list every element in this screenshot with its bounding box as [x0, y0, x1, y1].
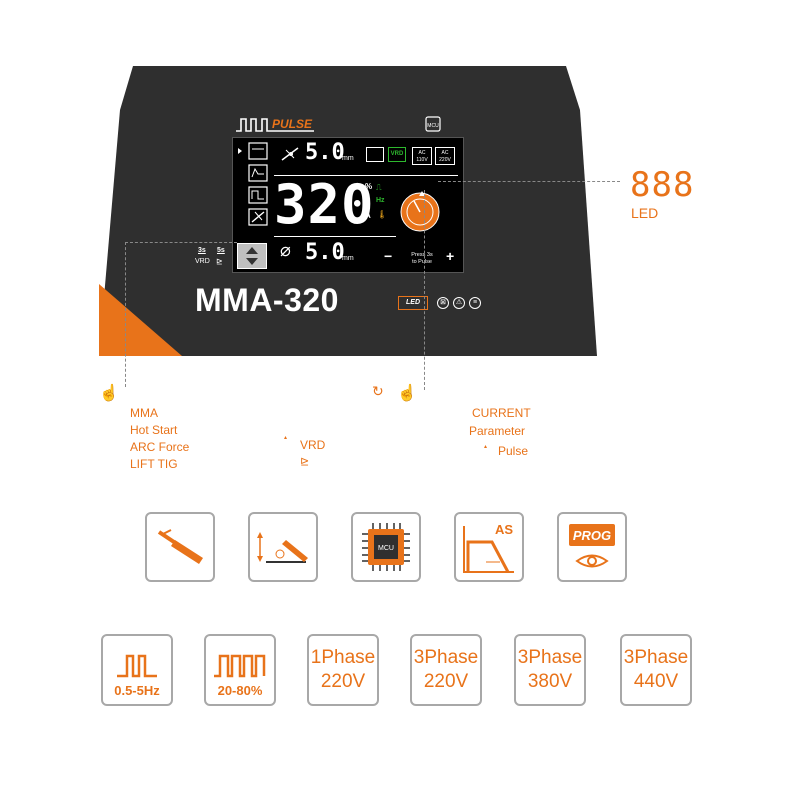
knob-leader-line — [424, 190, 425, 390]
svg-text:MCU: MCU — [378, 545, 394, 552]
ac220-badge: AC 220V — [435, 147, 455, 165]
vrd-time: 3s — [198, 247, 206, 254]
warning-icon: ⚠ — [453, 297, 465, 309]
phase-voltage: 440V — [633, 671, 679, 692]
mcu-chip-icon: MCU — [362, 523, 410, 571]
phase-voltage: 220V — [320, 671, 366, 692]
lift-small-icon: ⊵ — [216, 257, 223, 266]
mode-annotation-list: MMA Hot Start ARC Force LIFT TIG — [130, 405, 189, 473]
svg-text:MCU: MCU — [427, 123, 439, 129]
rotate-icon: ↻ — [372, 383, 384, 399]
unit-s: S — [365, 197, 371, 206]
led-chip-icon: LED — [398, 296, 428, 310]
press-point-icon: ☝ — [397, 385, 417, 402]
knob-ring-icon — [406, 198, 434, 226]
phase-type: 3Phase — [413, 647, 479, 668]
led-label: LED — [631, 205, 659, 221]
phase-type: 3Phase — [623, 647, 689, 668]
arc-length-icon — [257, 532, 308, 563]
mode-leader-line-v — [125, 242, 126, 387]
up-arrow-icon — [246, 247, 258, 254]
spec-3phase-380v: 3Phase 380V — [514, 634, 586, 706]
knob-caption: Press 3s to Pulse — [411, 252, 433, 265]
knob-minus: − — [384, 248, 393, 264]
lcd-divider-top — [274, 175, 458, 176]
mode-selector-arrow-icon — [238, 148, 242, 154]
arc-force-icon — [248, 186, 268, 204]
phase-voltage: 380V — [527, 671, 573, 692]
temperature-icon: 🌡 — [377, 210, 388, 219]
feature-mcu: MCU — [351, 512, 421, 582]
weee-icon: ⊠ — [437, 297, 449, 309]
pulse-marker-icon: ▴ — [484, 444, 488, 450]
main-current-value: 320 — [274, 173, 375, 236]
led-leader-line — [438, 181, 620, 182]
mode-select-button[interactable] — [237, 243, 267, 269]
top-unit: mm — [342, 155, 354, 162]
mode-leader-line-h — [125, 242, 237, 243]
electrode-holder-icon — [157, 529, 203, 564]
annotation-hot-start: Hot Start — [130, 423, 178, 437]
adjustment-knob[interactable] — [396, 188, 446, 238]
lift-tig-badge-icon — [366, 147, 384, 162]
vrd-small-label: VRD — [195, 258, 210, 265]
annotation-mma: MMA — [130, 406, 158, 420]
spec-3phase-440v: 3Phase 440V — [620, 634, 692, 706]
unit-a: A — [365, 211, 371, 220]
unit-percent: % — [365, 182, 373, 191]
vrd-badge: VRD — [388, 147, 406, 162]
unit-hz: Hz — [376, 197, 385, 204]
model-name: MMA-320 — [195, 282, 339, 318]
bottom-unit: mm — [342, 255, 354, 262]
feature-electrode-holder — [145, 512, 215, 582]
annotation-lift-tig: LIFT TIG — [130, 457, 178, 471]
phase-type: 1Phase — [310, 647, 376, 668]
annotation-pulse: Pulse — [498, 444, 529, 458]
feature-arc-start: AS — [454, 512, 524, 582]
knob-plus: + — [446, 248, 455, 264]
pulse-wave-indicator-icon: ⎍ — [376, 183, 382, 192]
hot-start-icon — [248, 164, 268, 182]
program-view-icon: PROG — [569, 524, 615, 568]
svg-text:PROG: PROG — [573, 528, 611, 543]
lcd-divider-bottom — [274, 236, 396, 237]
manual-icon: ≡ — [469, 297, 481, 309]
feature-program: PROG — [557, 512, 627, 582]
annotation-parameter: Parameter — [469, 424, 526, 438]
vrd-marker-icon: ▴ — [284, 435, 288, 441]
down-arrow-icon — [246, 258, 258, 265]
knob-pointer-icon — [419, 191, 425, 196]
ac110-badge: AC 110V — [412, 147, 432, 165]
lift-time: 5s — [217, 247, 225, 254]
arc-length-icon — [280, 146, 302, 162]
pulse-logo-label: PULSE — [272, 117, 313, 131]
touch-point-icon: ☝ — [99, 385, 119, 402]
mode-icons-column — [238, 142, 268, 226]
phase-type: 3Phase — [517, 647, 583, 668]
top-value: 5.0 — [305, 140, 345, 165]
duty-cycle-icon — [214, 654, 266, 678]
feature-arc-length — [248, 512, 318, 582]
vrd-lift-icon: ⊵ — [300, 456, 310, 468]
diameter-icon: ⌀ — [280, 240, 291, 260]
spec-label-duty: 20-80% — [217, 683, 263, 698]
spec-1phase-220v: 1Phase 220V — [307, 634, 379, 706]
spec-label-frequency: 0.5-5Hz — [114, 683, 160, 698]
pulse-frequency-icon — [117, 654, 157, 678]
led-digits: 888 — [630, 165, 695, 205]
lift-tig-icon — [248, 208, 268, 226]
annotation-vrd: VRD — [300, 438, 326, 452]
annotation-arc-force: ARC Force — [130, 440, 190, 454]
arc-start-icon: AS — [463, 522, 514, 573]
bottom-value: 5.0 — [305, 240, 345, 265]
spec-duty-cycle: 20-80% — [204, 634, 276, 706]
spec-pulse-frequency: 0.5-5Hz — [101, 634, 173, 706]
spec-3phase-220v: 3Phase 220V — [410, 634, 482, 706]
phase-voltage: 220V — [423, 671, 469, 692]
mma-mode-icon — [248, 142, 268, 160]
annotation-current: CURRENT — [472, 406, 531, 420]
svg-text:AS: AS — [495, 522, 513, 537]
